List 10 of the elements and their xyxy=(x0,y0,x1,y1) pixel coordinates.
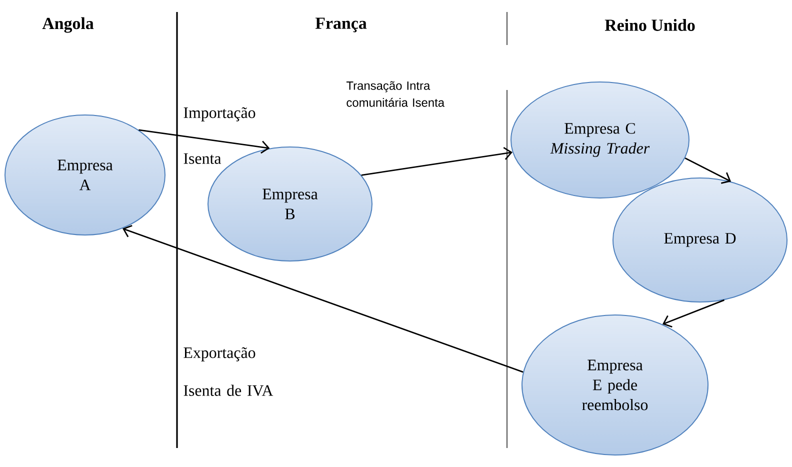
edge-label: Transação Intra comunitária Isenta xyxy=(346,81,445,107)
column-heading: Reino Unido xyxy=(604,19,695,31)
edge-label: Exportação Isenta de IVA xyxy=(184,347,274,396)
column-heading: Angola xyxy=(42,17,94,33)
column-heading: França xyxy=(315,18,367,32)
arrow xyxy=(684,157,732,184)
arrow xyxy=(122,224,524,373)
arrow xyxy=(361,146,512,176)
arrow xyxy=(138,129,270,154)
arrow xyxy=(662,299,725,328)
